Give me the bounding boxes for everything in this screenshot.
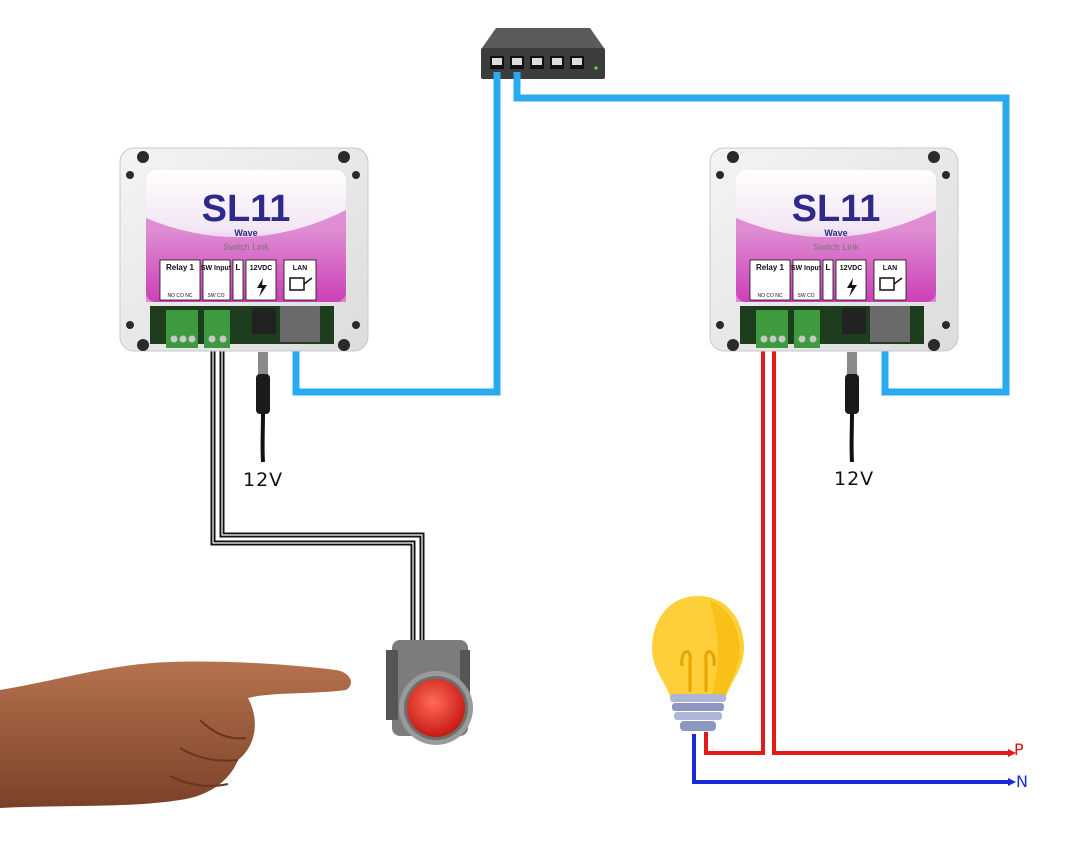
device-tagline: Switch Link [813, 242, 859, 252]
network-switch-icon [481, 28, 605, 79]
lan-icon [879, 277, 903, 291]
lan-label: LAN [883, 265, 897, 272]
sw-pins: SW CO [208, 293, 225, 299]
power-label-right: 12V [834, 468, 874, 490]
phase-wire [704, 345, 1016, 757]
device-model: SL11 [202, 188, 291, 230]
lan-cable-right [513, 72, 1010, 396]
terminal-label-panel: Relay 1 NO CO NC SW Input SW CO L 12VDC … [749, 259, 907, 301]
sw-label: SW Input [201, 265, 232, 272]
relay-label: Relay 1 [166, 263, 195, 272]
led-label: L [236, 263, 241, 272]
device-tagline: Switch Link [223, 242, 269, 252]
relay-pins: NO CO NC [758, 293, 783, 299]
neutral-label: N [1016, 772, 1028, 791]
switch-wire [210, 342, 425, 650]
power-label-left: 12V [243, 469, 283, 491]
lan-cable-left [292, 72, 501, 396]
push-button-icon [386, 640, 473, 745]
hand-pointing-icon [0, 661, 351, 808]
device-model: SL11 [792, 188, 881, 230]
terminal-label-panel: Relay 1 NO CO NC SW Input SW CO L 12VDC … [159, 259, 317, 301]
power-plug-icon [845, 352, 859, 463]
terminal-block [150, 306, 334, 348]
phase-label: P [1014, 740, 1024, 759]
terminal-block [740, 306, 924, 348]
led-label: L [826, 263, 831, 272]
lan-icon [289, 277, 313, 291]
power-plug-icon [256, 352, 270, 463]
power-label: 12VDC [840, 265, 863, 272]
power-label: 12VDC [250, 265, 273, 272]
relay-label: Relay 1 [756, 263, 785, 272]
sw-label: SW Input [791, 265, 822, 272]
sl11-device-right: SL11 Wave Switch Link Relay 1 NO CO NC S… [709, 147, 959, 352]
device-sub: Wave [234, 228, 257, 238]
sw-pins: SW CO [798, 293, 815, 299]
light-bulb-icon [652, 596, 744, 731]
relay-pins: NO CO NC [168, 293, 193, 299]
device-sub: Wave [824, 228, 847, 238]
sl11-device-left: SL11 Wave Switch Link Relay 1 NO CO NC S… [119, 147, 369, 352]
neutral-wire [692, 734, 1016, 786]
lan-label: LAN [293, 265, 307, 272]
